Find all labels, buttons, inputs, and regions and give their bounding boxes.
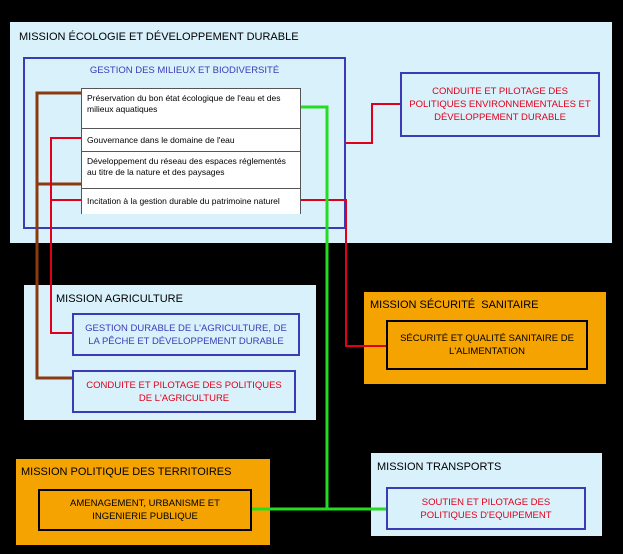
gestion-milieux-title: GESTION DES MILIEUX ET BIODIVERSITÉ — [89, 65, 280, 76]
amenagement-urbanisme-box: AMENAGEMENT, URBANISME ET INGENIERIE PUB… — [38, 489, 252, 531]
conduite-agriculture-box: CONDUITE ET PILOTAGE DES POLITIQUES DE L… — [72, 370, 296, 413]
item-preservation-eau: Préservation du bon état écologique de l… — [82, 89, 300, 129]
item-gouvernance-eau: Gouvernance dans le domaine de l'eau — [82, 129, 300, 152]
mission-transports-panel: MISSION TRANSPORTS — [371, 453, 602, 536]
soutien-equipement-box: SOUTIEN ET PILOTAGE DES POLITIQUES D'EQU… — [386, 487, 586, 530]
gestion-milieux-items: Préservation du bon état écologique de l… — [81, 88, 301, 214]
conduite-env-box: CONDUITE ET PILOTAGE DES POLITIQUES ENVI… — [400, 72, 600, 137]
mission-transports-title: MISSION TRANSPORTS — [377, 461, 502, 473]
securite-alimentation-box: SÉCURITÉ ET QUALITÉ SANITAIRE DE L'ALIME… — [386, 320, 588, 370]
gestion-milieux-box: GESTION DES MILIEUX ET BIODIVERSITÉ — [23, 57, 346, 229]
item-patrimoine-naturel: Incitation à la gestion durable du patri… — [82, 189, 300, 214]
mission-ecologie-title: MISSION ÉCOLOGIE ET DÉVELOPPEMENT DURABL… — [19, 31, 299, 43]
gestion-agriculture-box: GESTION DURABLE DE L'AGRICULTURE, DE LA … — [72, 313, 300, 356]
mission-agriculture-title: MISSION AGRICULTURE — [56, 293, 183, 305]
mission-territoires-title: MISSION POLITIQUE DES TERRITOIRES — [21, 466, 232, 478]
item-reseau-espaces: Développement du réseau des espaces régl… — [82, 152, 300, 189]
mission-securite-title: MISSION SÉCURITÉ SANITAIRE — [370, 299, 539, 311]
